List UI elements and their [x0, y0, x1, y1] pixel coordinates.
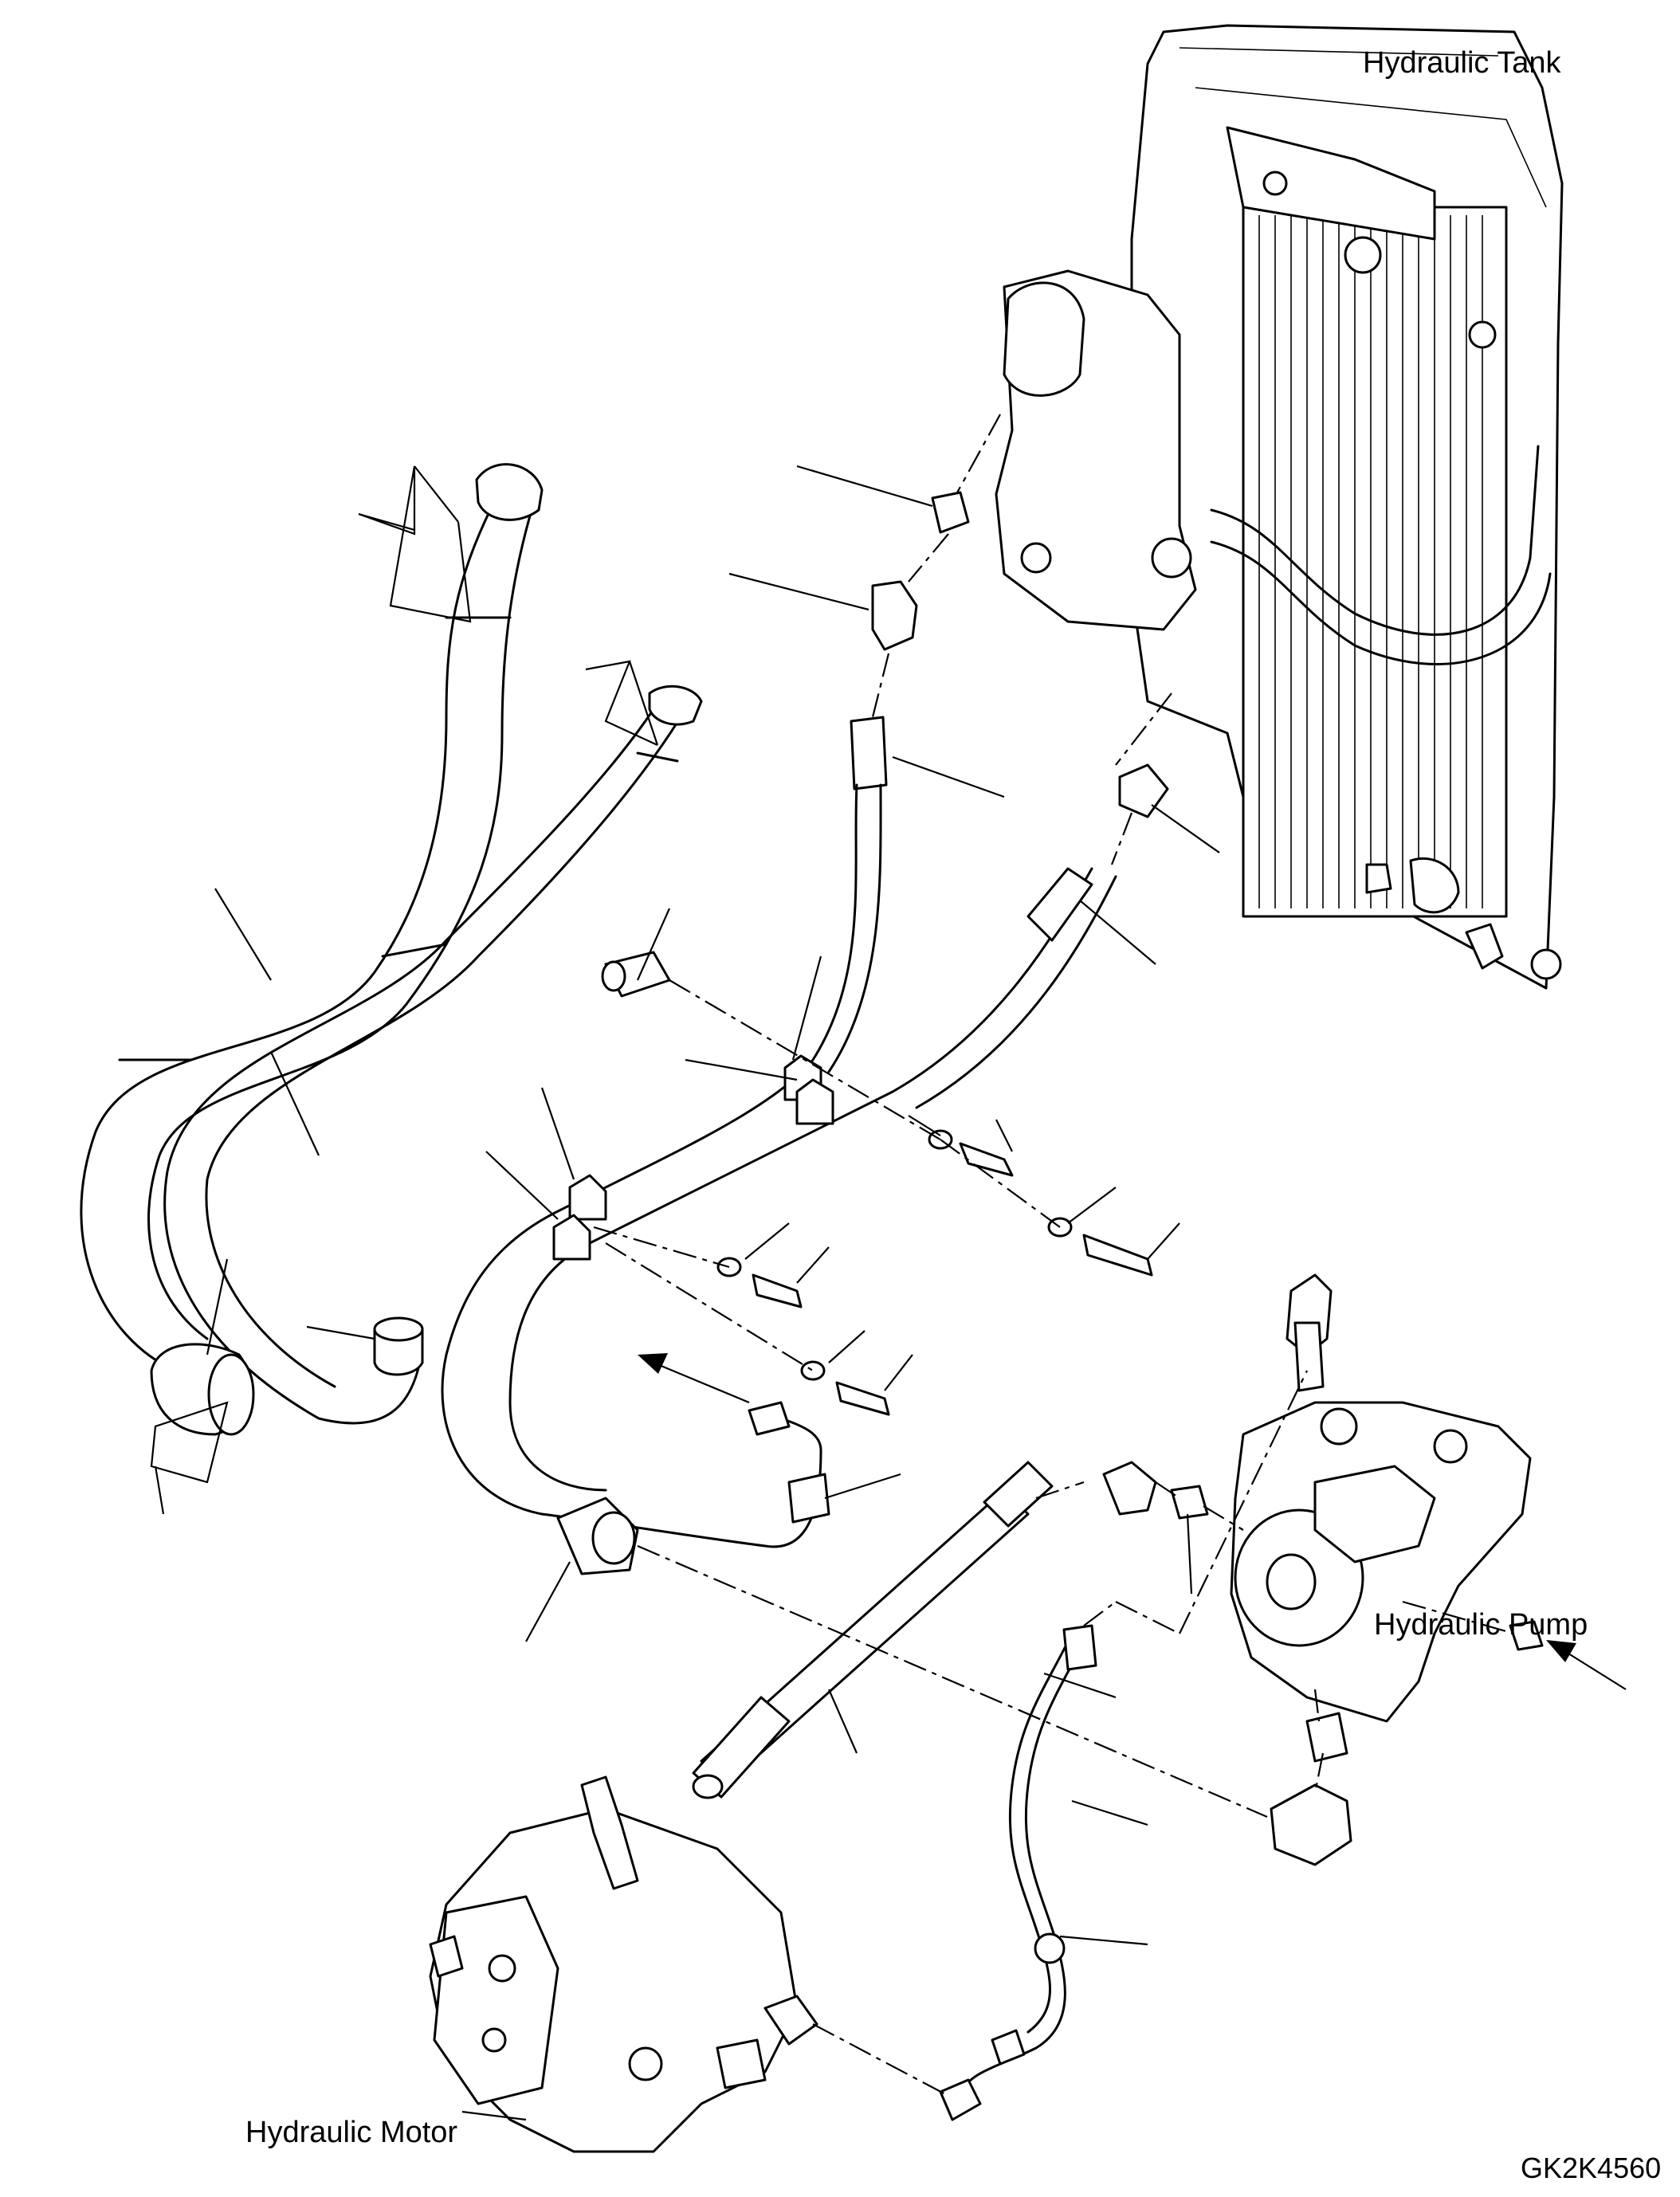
- case-drain-hose: [963, 1640, 1085, 2089]
- hose-end-right: [1026, 867, 1093, 942]
- cooler-return-pipe: [1210, 445, 1540, 636]
- hose-clamp-bracket-c: [568, 1174, 607, 1221]
- suction-hose-small: [163, 708, 655, 1425]
- hydraulic-pump-assembly: [1230, 1273, 1544, 1866]
- tank-top-bracket: [1226, 126, 1436, 241]
- washer-4: [800, 1360, 826, 1381]
- hydraulic-pump-label: Hydraulic Pump: [1374, 1608, 1588, 1642]
- suction-hose-top-end: [475, 463, 544, 521]
- arrow-left-head: [638, 1353, 668, 1374]
- cooler-lower-port: [1409, 857, 1460, 914]
- pressure-hose: [441, 783, 858, 1548]
- hydraulic-tank-label: Hydraulic Tank: [1363, 46, 1561, 80]
- suction-hose-large: [80, 500, 496, 1372]
- motor-fitting-top: [580, 1775, 639, 1890]
- swivel-elbow-upper: [1118, 763, 1169, 818]
- pump-drain-elbow: [1270, 1783, 1352, 1866]
- bolt-4: [835, 1381, 890, 1416]
- hydraulic-tank-assembly: [995, 24, 1564, 990]
- arrow-right-head: [1546, 1640, 1576, 1662]
- hose-crimp-upper: [983, 1461, 1054, 1528]
- hose-end-fitting: [748, 1401, 791, 1436]
- pump-control-valve: [1313, 1465, 1436, 1563]
- figure-code: GK2K4560: [1521, 2152, 1662, 2184]
- motor-end-cap: [433, 1895, 559, 2105]
- suction-hose-small-end: [648, 685, 703, 726]
- pressure-hose-assembly: [441, 491, 1169, 1575]
- tank-adapter-fitting: [931, 491, 970, 534]
- arrow-left-shaft: [653, 1361, 750, 1404]
- hose-clamp-bracket-b: [795, 1078, 834, 1125]
- callout-box-lower: [150, 1401, 229, 1484]
- bolt-3: [752, 1273, 803, 1308]
- drain-hose-end: [1062, 1624, 1097, 1671]
- elbow-fitting: [871, 580, 918, 651]
- pump-drain-fitting: [1305, 1712, 1348, 1763]
- pump-inlet-adapter: [1509, 1620, 1544, 1651]
- pump-adapter: [1170, 1485, 1209, 1520]
- drain-hose: [508, 867, 1093, 1492]
- hose-end-upper: [850, 716, 888, 791]
- hydraulic-motor-assembly: [429, 1775, 818, 2153]
- drain-hose-end-lower: [939, 2078, 982, 2121]
- arrow-right-shaft: [1561, 1649, 1627, 1690]
- callout-box-middle: [585, 660, 658, 746]
- assembly-center-lines: [593, 414, 1515, 2097]
- suction-hose-assembly: [80, 463, 703, 1436]
- callout-box-upper: [358, 465, 472, 623]
- oil-cooler-core: [1242, 206, 1508, 918]
- bolt-1: [959, 1142, 1014, 1177]
- hose-sleeve: [787, 1473, 830, 1524]
- drain-hose-clip: [1034, 1932, 1066, 1964]
- direction-arrows: [638, 1353, 1627, 1690]
- hose-clamp-bracket-d: [552, 1214, 591, 1261]
- callout-leader-lines: [150, 465, 1220, 2121]
- breather-cap: [1344, 236, 1382, 274]
- hydraulic-motor-label: Hydraulic Motor: [245, 2116, 458, 2149]
- cooler-fins: [1258, 215, 1483, 908]
- bolt-2: [1082, 1234, 1153, 1277]
- motor-port-fitting-2: [429, 1935, 464, 1978]
- motor-port-fitting: [763, 1995, 818, 2046]
- pump-elbow-upper: [1102, 1461, 1157, 1516]
- motor-hose-assembly: [692, 1461, 1209, 2121]
